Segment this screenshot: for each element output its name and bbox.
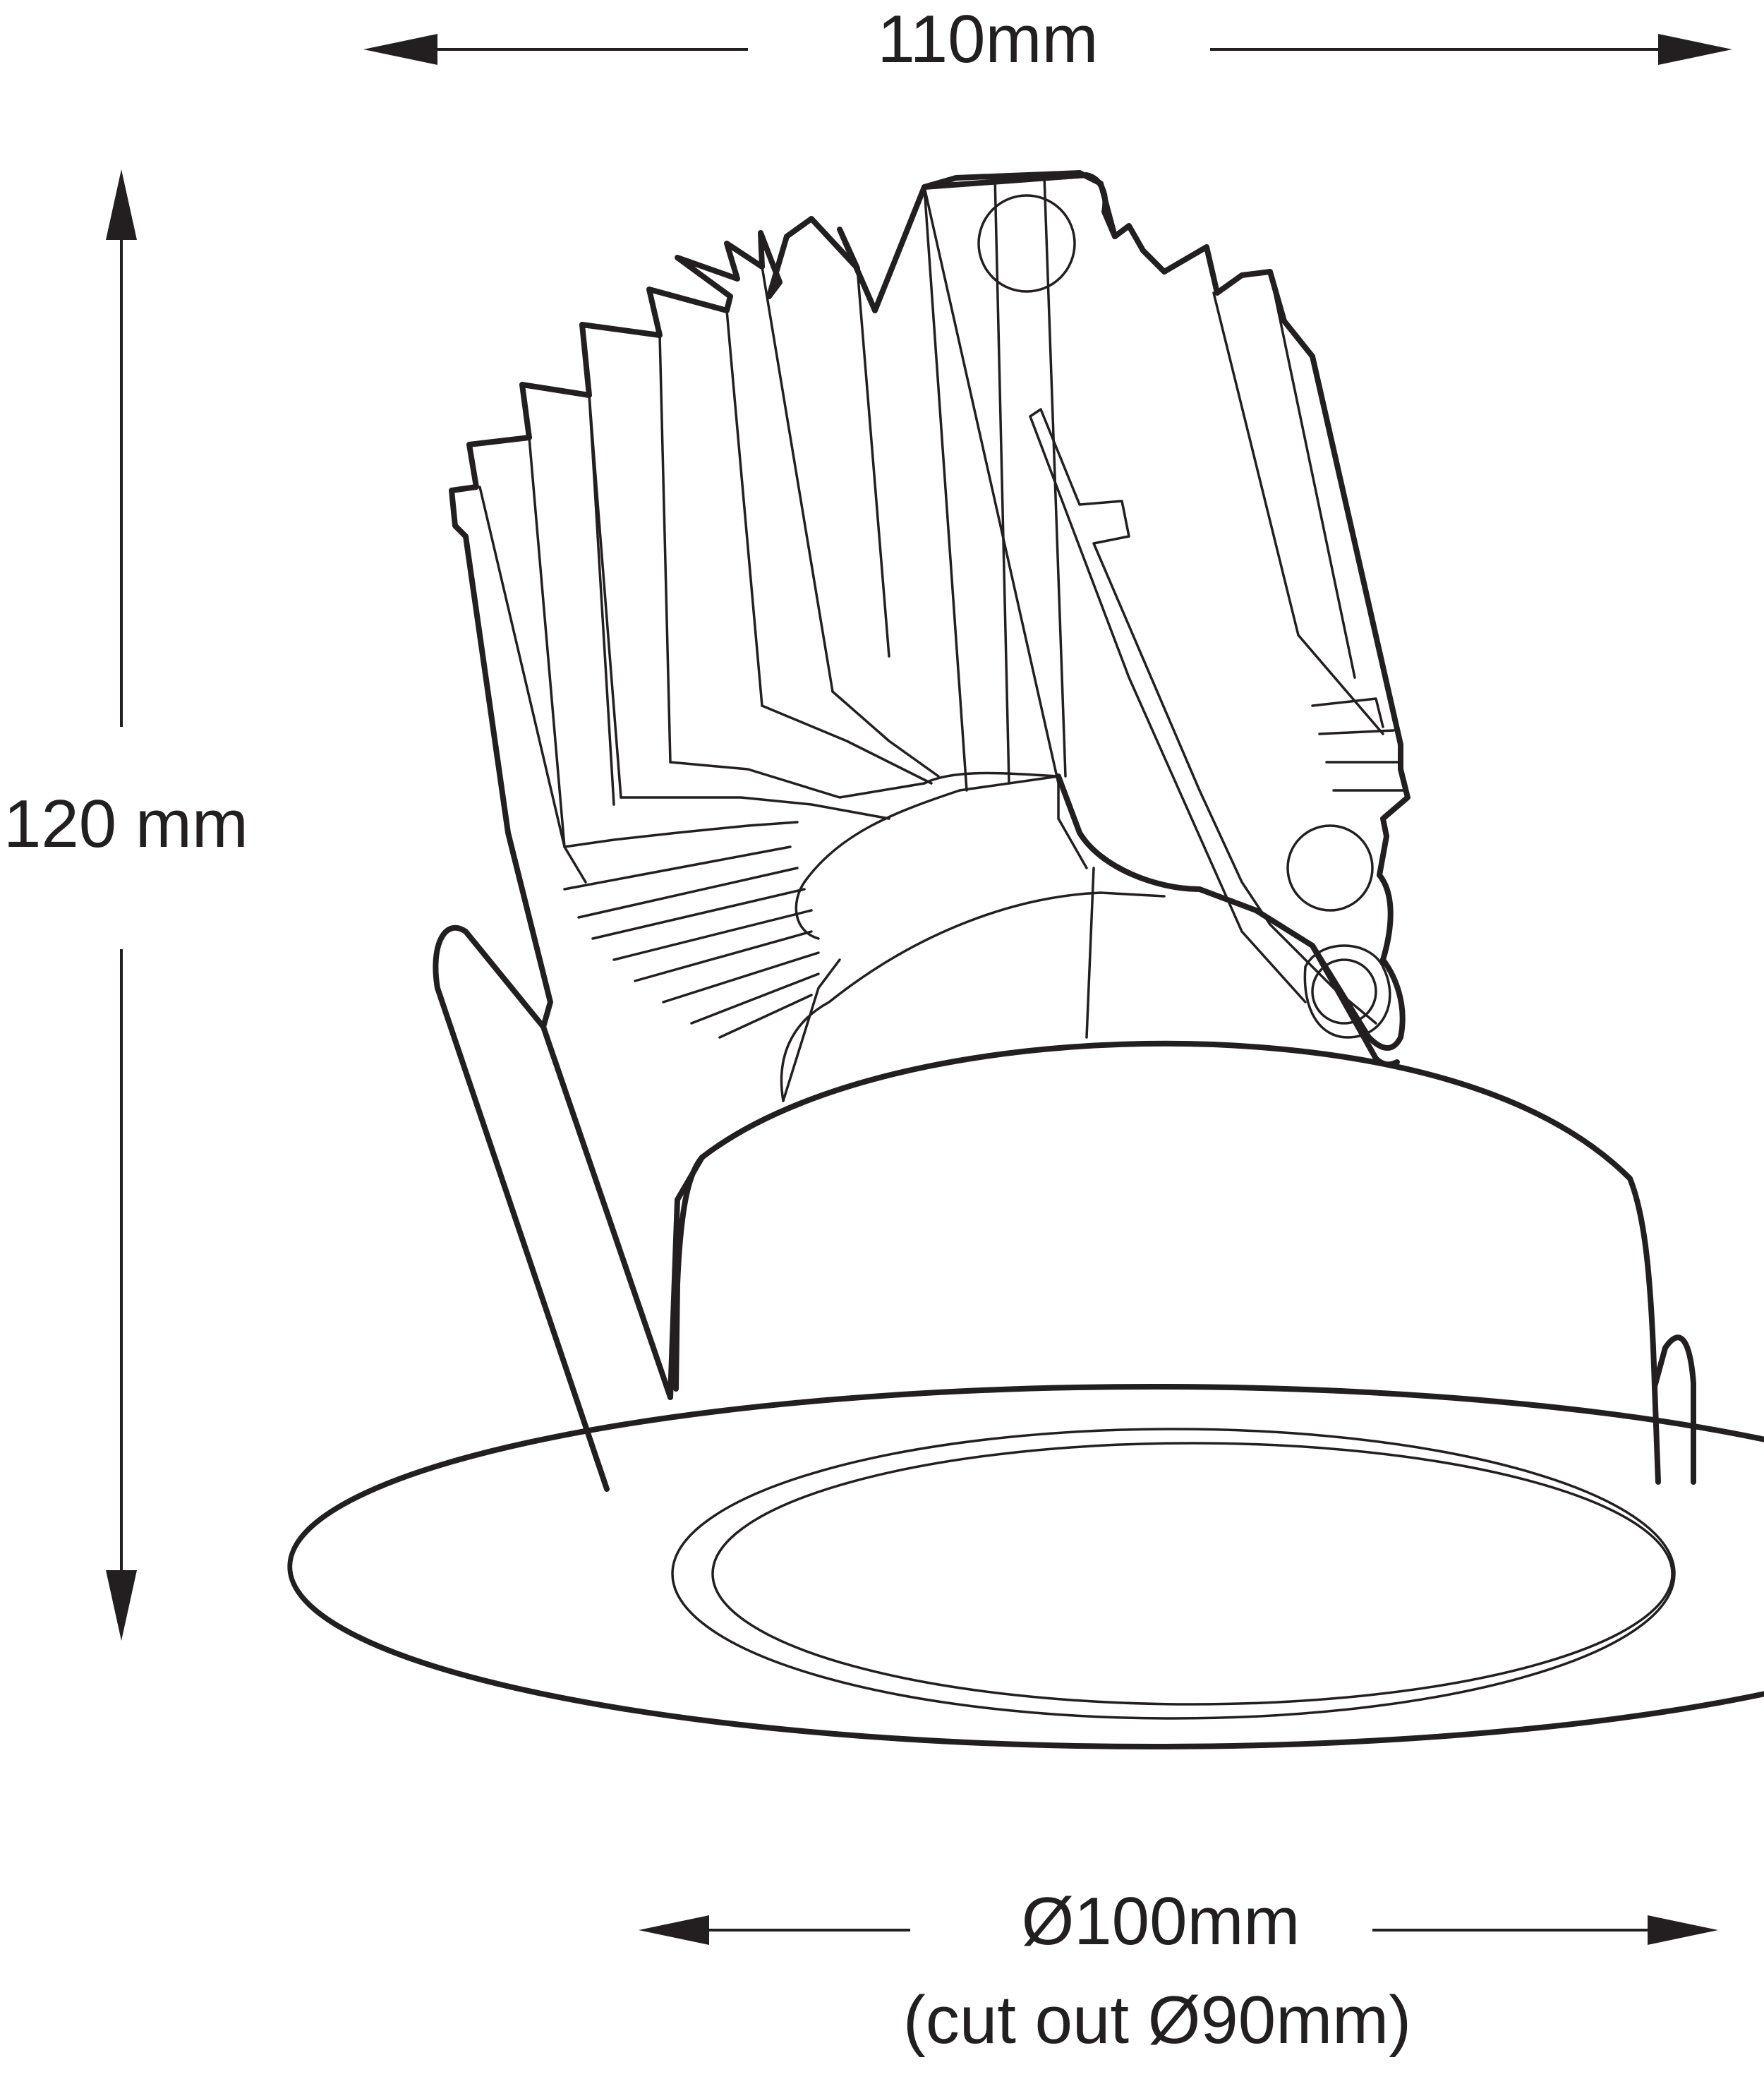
fin-step [612,909,813,961]
fin-line [725,309,763,707]
fin-step [563,821,799,848]
inner-lens-ring [711,1442,1674,1706]
outer-bezel-ring [287,1384,1764,1749]
tilt-bracket-slot-inner [1029,415,1307,1004]
tilt-bracket-lower [1056,773,1406,1051]
neck-collar [795,771,1060,940]
lower-pivot-bolt-housing [1303,944,1391,1039]
fin-step [669,761,926,799]
fin-line [588,394,615,806]
width-arrowhead-right [1658,34,1732,65]
middle-pivot-bolt [1286,824,1374,912]
mounting-neck [782,775,1095,1102]
fin-line [923,186,968,792]
housing-left-edge [667,1155,705,1400]
fin-line [528,436,566,848]
left-spring-clip [433,924,673,1492]
heatsink-fins [478,175,1406,1039]
housing-cylinder [673,1040,1661,1485]
fin-step [831,690,940,778]
fin-line [658,334,672,764]
height-arrowhead-top [106,169,137,240]
bezel-rim-ring [671,1428,1676,1720]
fin-step [634,930,813,982]
diameter-arrowhead-left [639,1915,709,1945]
fin-line [478,486,587,884]
fin-step [620,796,890,820]
fin-step [563,845,792,891]
fin-step [1318,729,1395,735]
diameter-dimension: Ø100mm (cut out Ø90mm) [639,1884,1718,2058]
width-arrowhead-left [363,34,437,65]
width-dimension: 110mm [363,1,1732,77]
fin-line [1212,291,1384,735]
width-label: 110mm [878,1,1099,77]
fin-step [761,704,933,785]
fin-line [761,265,834,693]
housing-inner-top-curve [780,891,1166,1102]
fin-line [1043,175,1067,778]
tilt-bracket-arm [922,172,1118,239]
fin-step [662,951,820,1004]
tilt-bracket-tail [1310,943,1400,1068]
fin-step [1311,697,1384,728]
fin-step [718,994,813,1039]
lower-pivot-bolt [1311,958,1377,1025]
fin-line [1269,270,1356,679]
fin-step [690,972,820,1025]
tilt-bracket-right-edge [1377,872,1394,963]
diameter-arrowhead-right [1648,1915,1718,1945]
height-label: 120 mm [4,786,248,862]
diameter-label: Ø100mm [1022,1884,1300,1959]
fin-line [856,267,890,658]
cutout-label: (cut out Ø90mm) [903,1982,1411,2058]
upper-pivot-bolt [977,194,1076,293]
fin-line [588,394,622,799]
fin-step [591,888,806,940]
tilt-bracket-slot [1029,408,1377,1025]
height-arrowhead-bottom [106,1570,137,1641]
tilt-bracket-front [923,186,1060,785]
fin-step [577,867,799,919]
height-dimension: 120 mm [4,169,248,1641]
right-spring-clip [1652,1334,1696,1485]
downlight-body [287,170,1764,1749]
heatsink-outline [449,170,1410,1030]
fin-line [993,175,1010,785]
